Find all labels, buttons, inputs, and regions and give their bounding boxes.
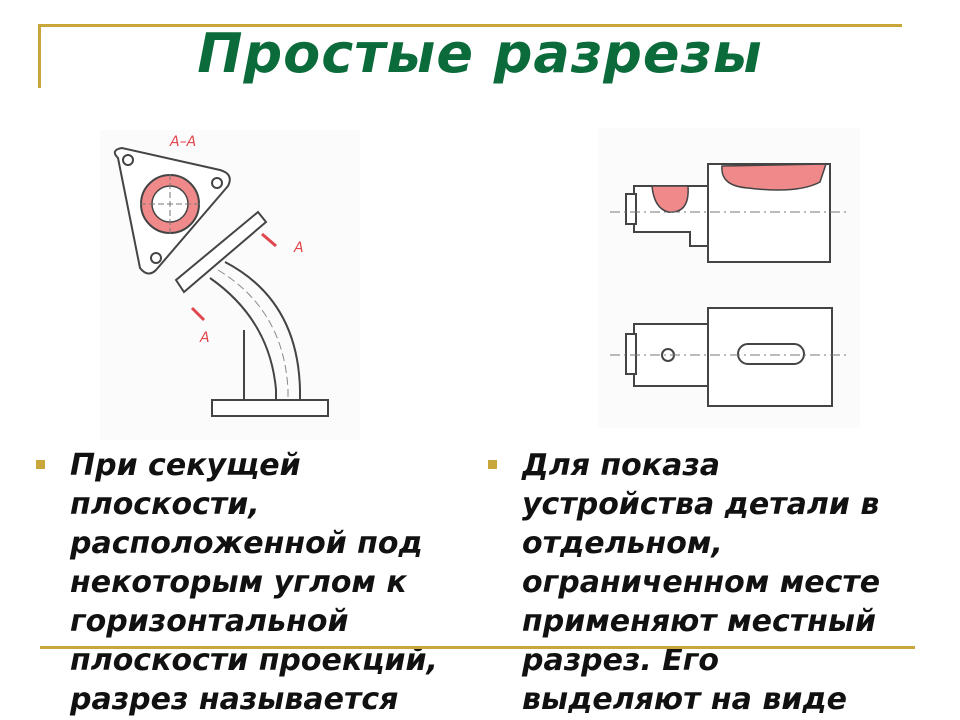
text-line: отдельном, xyxy=(522,526,723,561)
bullet-text: При секущей плоскости, расположенной под… xyxy=(70,446,470,719)
text-line: применяют местный xyxy=(522,604,876,639)
local-section-drawing xyxy=(598,128,860,428)
text-line: плоскости, xyxy=(70,487,260,522)
top-accent-rule xyxy=(40,24,902,27)
bullet-text: Для показа устройства детали в отдельном… xyxy=(522,446,932,719)
slide-title: Простые разрезы xyxy=(197,22,763,85)
bullet-marker xyxy=(36,460,45,469)
text-line: расположенной под xyxy=(70,526,423,561)
text-line: Для показа xyxy=(522,448,721,483)
text-line: разрез называется xyxy=(70,682,399,717)
text-line: горизонтальной xyxy=(70,604,349,639)
left-accent-rule xyxy=(38,24,41,88)
text-line: выделяют на виде xyxy=(522,682,847,717)
section-label-aa: А–А xyxy=(169,134,196,150)
text-line: устройства детали в xyxy=(522,487,880,522)
text-line: При секущей xyxy=(70,448,301,483)
cut-label-lower: А xyxy=(199,330,210,346)
text-line: некоторым углом к xyxy=(70,565,407,600)
cut-label-upper: А xyxy=(293,240,304,256)
bullet-local-section: Для показа устройства детали в отдельном… xyxy=(488,446,928,720)
bullet-marker xyxy=(488,460,497,469)
bullet-inclined-section: При секущей плоскости, расположенной под… xyxy=(36,446,466,720)
local-section-hatch-right xyxy=(721,163,828,191)
inclined-section-drawing: А–А А А xyxy=(100,130,360,440)
base-flange xyxy=(211,399,329,417)
text-line: ограниченном месте xyxy=(522,565,881,600)
bottom-accent-rule xyxy=(40,646,915,649)
local-section-hatch-left xyxy=(651,185,689,213)
pipe-flange-plate xyxy=(174,210,268,294)
cut-plane-marks xyxy=(190,232,277,322)
